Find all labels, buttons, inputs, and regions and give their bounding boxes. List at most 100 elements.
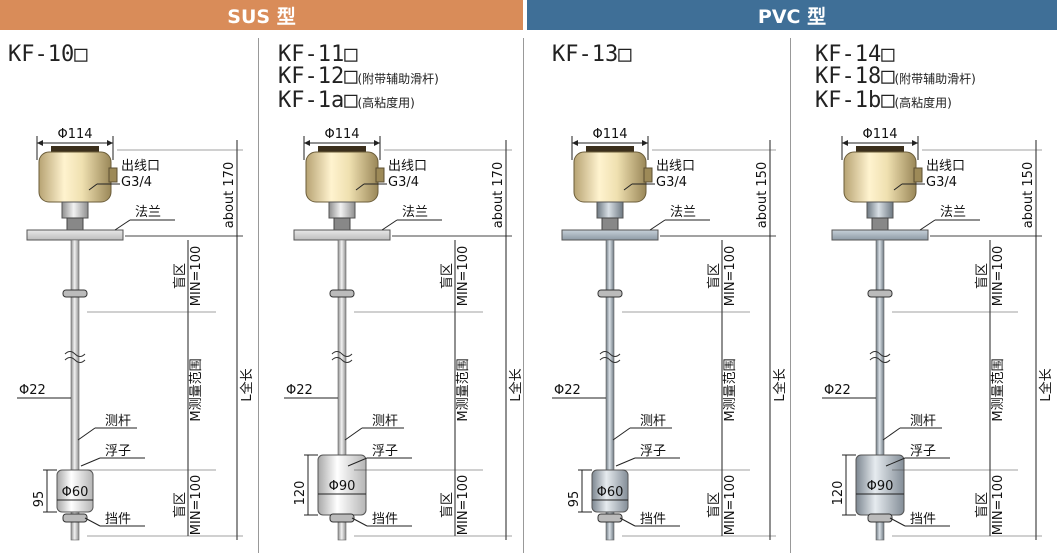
head-cap [586, 146, 634, 154]
upper-stopper [597, 289, 623, 298]
outlet-label: 出线口 [388, 159, 427, 174]
upper-stopper [329, 289, 355, 298]
leader-line [355, 183, 365, 191]
rod-diameter-label: Φ22 [19, 383, 46, 398]
rod-diameter-label: Φ22 [286, 383, 313, 398]
column-divider [258, 38, 259, 553]
float-diameter-label: Φ90 [329, 479, 356, 494]
flange [561, 229, 659, 241]
model-list-kf13: KF-13□ [552, 44, 631, 66]
model-note: (高粘度用) [357, 96, 415, 110]
column-divider [523, 38, 524, 553]
rod-label: 测杆 [640, 414, 666, 429]
model-note: (附带辅助滑杆) [357, 72, 439, 86]
head-neck [61, 201, 89, 219]
head-diameter-label: Φ114 [862, 127, 897, 142]
leader-line [882, 427, 901, 441]
cable-outlet [108, 167, 118, 183]
break-mark [64, 351, 86, 363]
length-label: L全长 [508, 368, 524, 401]
flange-label: 法兰 [670, 205, 696, 220]
float-label: 浮子 [640, 444, 666, 459]
min-label: MIN=100 [991, 475, 1006, 535]
rod-diameter-label: Φ22 [554, 383, 581, 398]
lower-stopper [867, 513, 893, 523]
model-list-kf10: KF-10□ [8, 44, 87, 66]
thread-fitting [871, 217, 889, 231]
sus-type-header: SUS 型 [0, 0, 523, 30]
head-height-label: about 170 [222, 162, 237, 228]
column-divider [790, 38, 791, 553]
head-cap [856, 146, 904, 154]
model-code: KF-12□ [278, 64, 358, 89]
leader-line [80, 457, 101, 467]
stopper-label: 挡件 [372, 512, 398, 527]
model-note: (高粘度用) [894, 96, 952, 110]
float-diameter-label: Φ60 [62, 485, 89, 500]
thread-label: G3/4 [926, 175, 957, 190]
model-code: KF-10□ [8, 42, 88, 67]
leader-line [344, 427, 363, 441]
range-label: M测量范围 [456, 358, 471, 421]
head-cap [51, 146, 99, 154]
leader-line [893, 183, 903, 191]
cable-outlet [643, 167, 653, 183]
lower-stopper [597, 513, 623, 523]
outlet-label: 出线口 [656, 159, 695, 174]
float-height-label: 120 [831, 481, 846, 506]
blind-zone-label: 盲区 [706, 263, 722, 289]
head-cap [318, 146, 366, 154]
leader-line [619, 517, 636, 527]
blind-zone-label: 盲区 [172, 492, 188, 518]
leader-line [88, 183, 98, 191]
length-label: L全长 [1038, 368, 1054, 401]
range-label: M测量范围 [723, 358, 738, 421]
flange-label: 法兰 [135, 205, 161, 220]
upper-stopper [62, 289, 88, 298]
cable-outlet [375, 167, 385, 183]
terminal-head [573, 151, 647, 203]
terminal-head [843, 151, 917, 203]
model-list-kf14: KF-14□ KF-18□(附带辅助滑杆) KF-1b□(高粘度用) [815, 44, 976, 114]
break-mark [331, 351, 353, 363]
blind-zone-label: 盲区 [439, 263, 455, 289]
leader-line [615, 457, 636, 467]
leader-line [351, 517, 368, 527]
head-height-label: about 170 [491, 162, 506, 228]
min-label: MIN=100 [991, 246, 1006, 306]
break-mark [599, 351, 621, 363]
min-label: MIN=100 [456, 246, 471, 306]
terminal-head [305, 151, 379, 203]
stopper-label: 挡件 [105, 512, 131, 527]
float-height-label: 95 [567, 491, 582, 508]
min-label: MIN=100 [189, 246, 204, 306]
blind-zone-label: 盲区 [974, 492, 990, 518]
measuring-rod [605, 239, 615, 541]
rod-label: 测杆 [105, 414, 131, 429]
break-mark [869, 351, 891, 363]
terminal-head [38, 151, 112, 203]
upper-stopper [867, 289, 893, 298]
flange [26, 229, 124, 241]
float [591, 469, 629, 513]
leader-line [84, 517, 101, 527]
float-height-label: 95 [32, 491, 47, 508]
float-label: 浮子 [372, 444, 398, 459]
flange [831, 229, 929, 241]
pvc-type-header: PVC 型 [527, 0, 1057, 30]
model-note: (附带辅助滑杆) [894, 72, 976, 86]
thread-fitting [601, 217, 619, 231]
flange-label: 法兰 [402, 205, 428, 220]
leader-line [77, 427, 96, 441]
model-code: KF-11□ [278, 42, 358, 67]
model-code: KF-14□ [815, 42, 895, 67]
float [56, 469, 94, 513]
rod-label: 测杆 [372, 414, 398, 429]
leader-line [649, 219, 666, 231]
leader-line [885, 457, 906, 467]
head-height-label: about 150 [1021, 162, 1036, 228]
